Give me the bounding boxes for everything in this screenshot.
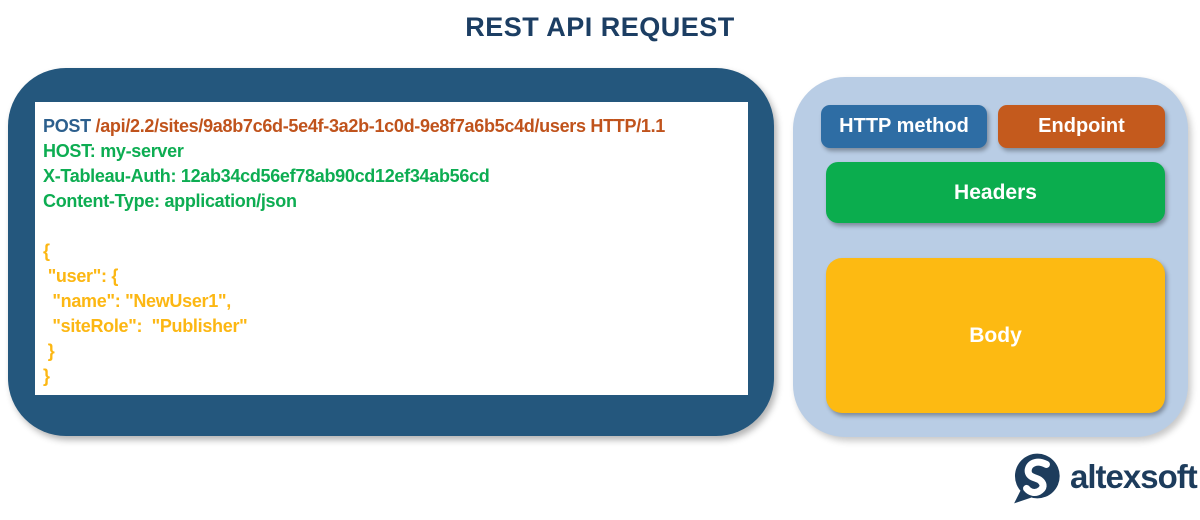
request-code: POST /api/2.2/sites/9a8b7c6d-5e4f-3a2b-1… — [43, 116, 666, 386]
legend-panel: HTTP method Endpoint Headers Body — [793, 77, 1188, 437]
legend-headers: Headers — [826, 162, 1165, 223]
page-title: REST API REQUEST — [465, 12, 735, 42]
legend-body: Body — [826, 258, 1165, 413]
altexsoft-logo-text: altexsoft — [1070, 458, 1198, 495]
request-panel: POST /api/2.2/sites/9a8b7c6d-5e4f-3a2b-1… — [8, 68, 774, 436]
altexsoft-logo-icon — [1014, 453, 1060, 504]
altexsoft-logo: altexsoft — [1010, 452, 1198, 505]
request-code-box: POST /api/2.2/sites/9a8b7c6d-5e4f-3a2b-1… — [35, 102, 748, 395]
legend-endpoint: Endpoint — [998, 105, 1165, 148]
legend-http-method: HTTP method — [821, 105, 987, 148]
